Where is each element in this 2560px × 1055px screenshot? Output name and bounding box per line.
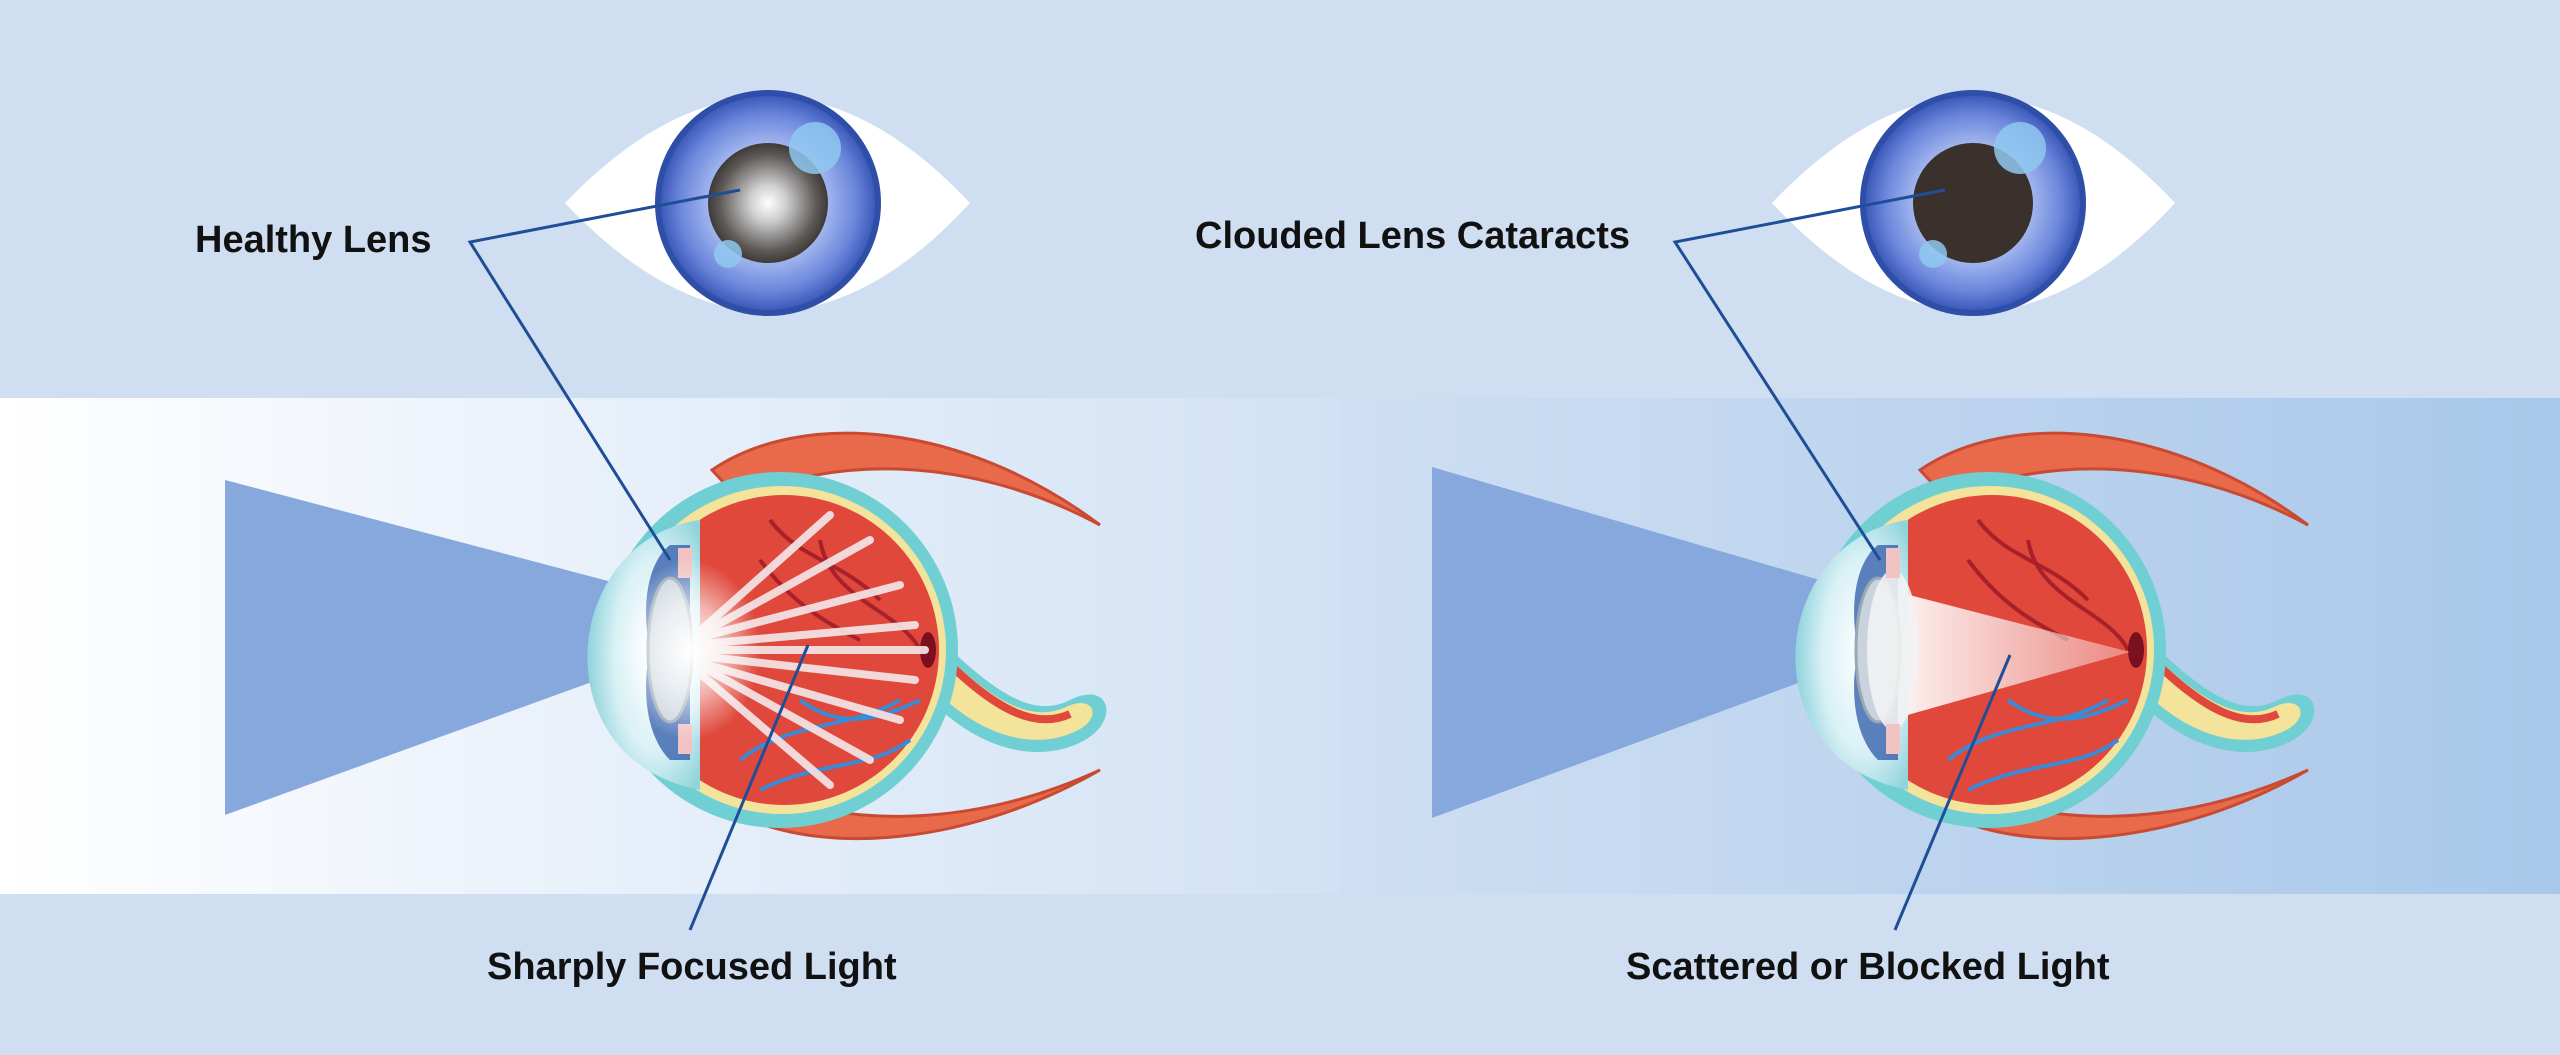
leader-clouded-lens [1672, 188, 1946, 561]
leader-healthy-lens [467, 188, 741, 561]
healthy-eye-cross-section [225, 431, 1107, 841]
cataract-eye-front [1772, 90, 2175, 316]
healthy-eye-front [565, 90, 970, 316]
label-clouded-lens-cataracts: Clouded Lens Cataracts [1195, 215, 1630, 257]
leader-scattered-light [1893, 654, 2012, 931]
label-healthy-lens: Healthy Lens [195, 219, 432, 261]
cataract-eye-cross-section [1432, 431, 2315, 841]
incoming-light-beam-right [1432, 467, 1888, 818]
leader-focused-light [688, 644, 810, 931]
label-scattered-or-blocked-light: Scattered or Blocked Light [1626, 946, 2110, 988]
leader-lines [467, 188, 2012, 931]
label-sharply-focused-light: Sharply Focused Light [487, 946, 897, 988]
incoming-light-beam-left [225, 480, 680, 815]
